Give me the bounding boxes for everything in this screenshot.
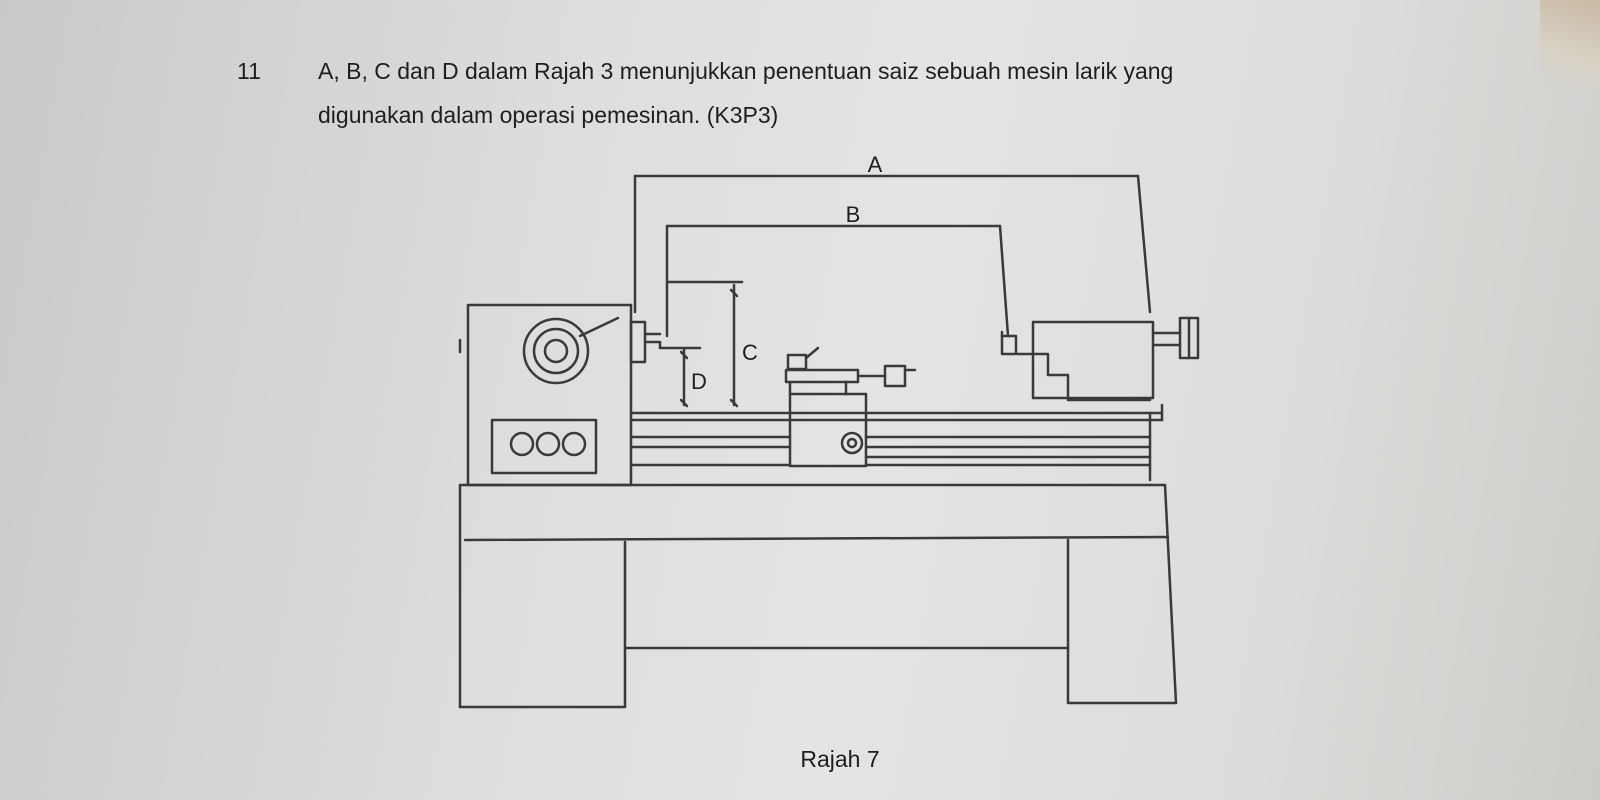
dimension-d <box>679 348 689 408</box>
dimension-a <box>633 174 1152 314</box>
lathe-bed <box>629 403 1164 482</box>
question-number: 11 <box>237 58 261 84</box>
question-text-line-1: A, B, C dan D dalam Rajah 3 menunjukkan … <box>318 58 1174 84</box>
spindle-chuck <box>629 320 702 364</box>
label-c: C <box>742 340 758 365</box>
dimension-c <box>666 280 744 408</box>
lathe-stand <box>458 483 1178 709</box>
label-b: B <box>846 202 861 227</box>
dimension-b <box>665 224 1010 338</box>
figure-caption: Rajah 7 <box>800 746 880 772</box>
headstock <box>458 303 633 487</box>
page-corner-shadow <box>1540 0 1600 90</box>
tailstock <box>1000 316 1200 402</box>
question-text-line-2: digunakan dalam operasi pemesinan. (K3P3… <box>318 102 779 128</box>
label-a: A <box>868 152 883 177</box>
carriage <box>784 346 917 468</box>
label-d: D <box>691 369 707 394</box>
